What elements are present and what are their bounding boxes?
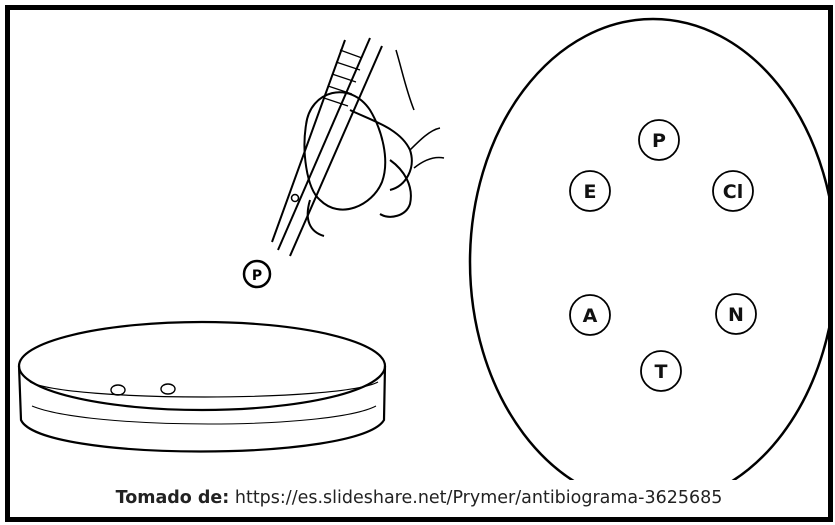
svg-text:Cl: Cl	[723, 181, 743, 203]
figure-frame: P P E Cl A N	[5, 5, 833, 522]
antibiotic-disc-t: T	[641, 351, 681, 391]
source-caption: Tomado de: https://es.slideshare.net/Pry…	[10, 480, 828, 517]
antibiotic-disc-cl: Cl	[713, 171, 753, 211]
antibiotic-disc-a: A	[570, 295, 610, 335]
svg-text:A: A	[583, 305, 598, 327]
forceps-disc-label: P	[252, 268, 262, 284]
petri-dish-illustration	[19, 322, 385, 452]
svg-text:T: T	[655, 361, 668, 383]
antibiotic-disc-e: E	[570, 171, 610, 211]
forceps-hand-illustration: P	[244, 38, 444, 287]
antibiotic-disc-n: N	[716, 294, 756, 334]
agar-plate: P E Cl A N T	[470, 19, 828, 480]
antibiotic-disc-p: P	[639, 120, 679, 160]
plate-outline	[470, 19, 828, 480]
svg-text:P: P	[652, 130, 666, 152]
svg-text:N: N	[728, 304, 744, 326]
caption-url: https://es.slideshare.net/Prymer/antibio…	[229, 488, 722, 508]
caption-prefix: Tomado de:	[116, 488, 230, 508]
svg-text:E: E	[584, 181, 597, 203]
antibiogram-illustration: P P E Cl A N	[10, 10, 828, 480]
